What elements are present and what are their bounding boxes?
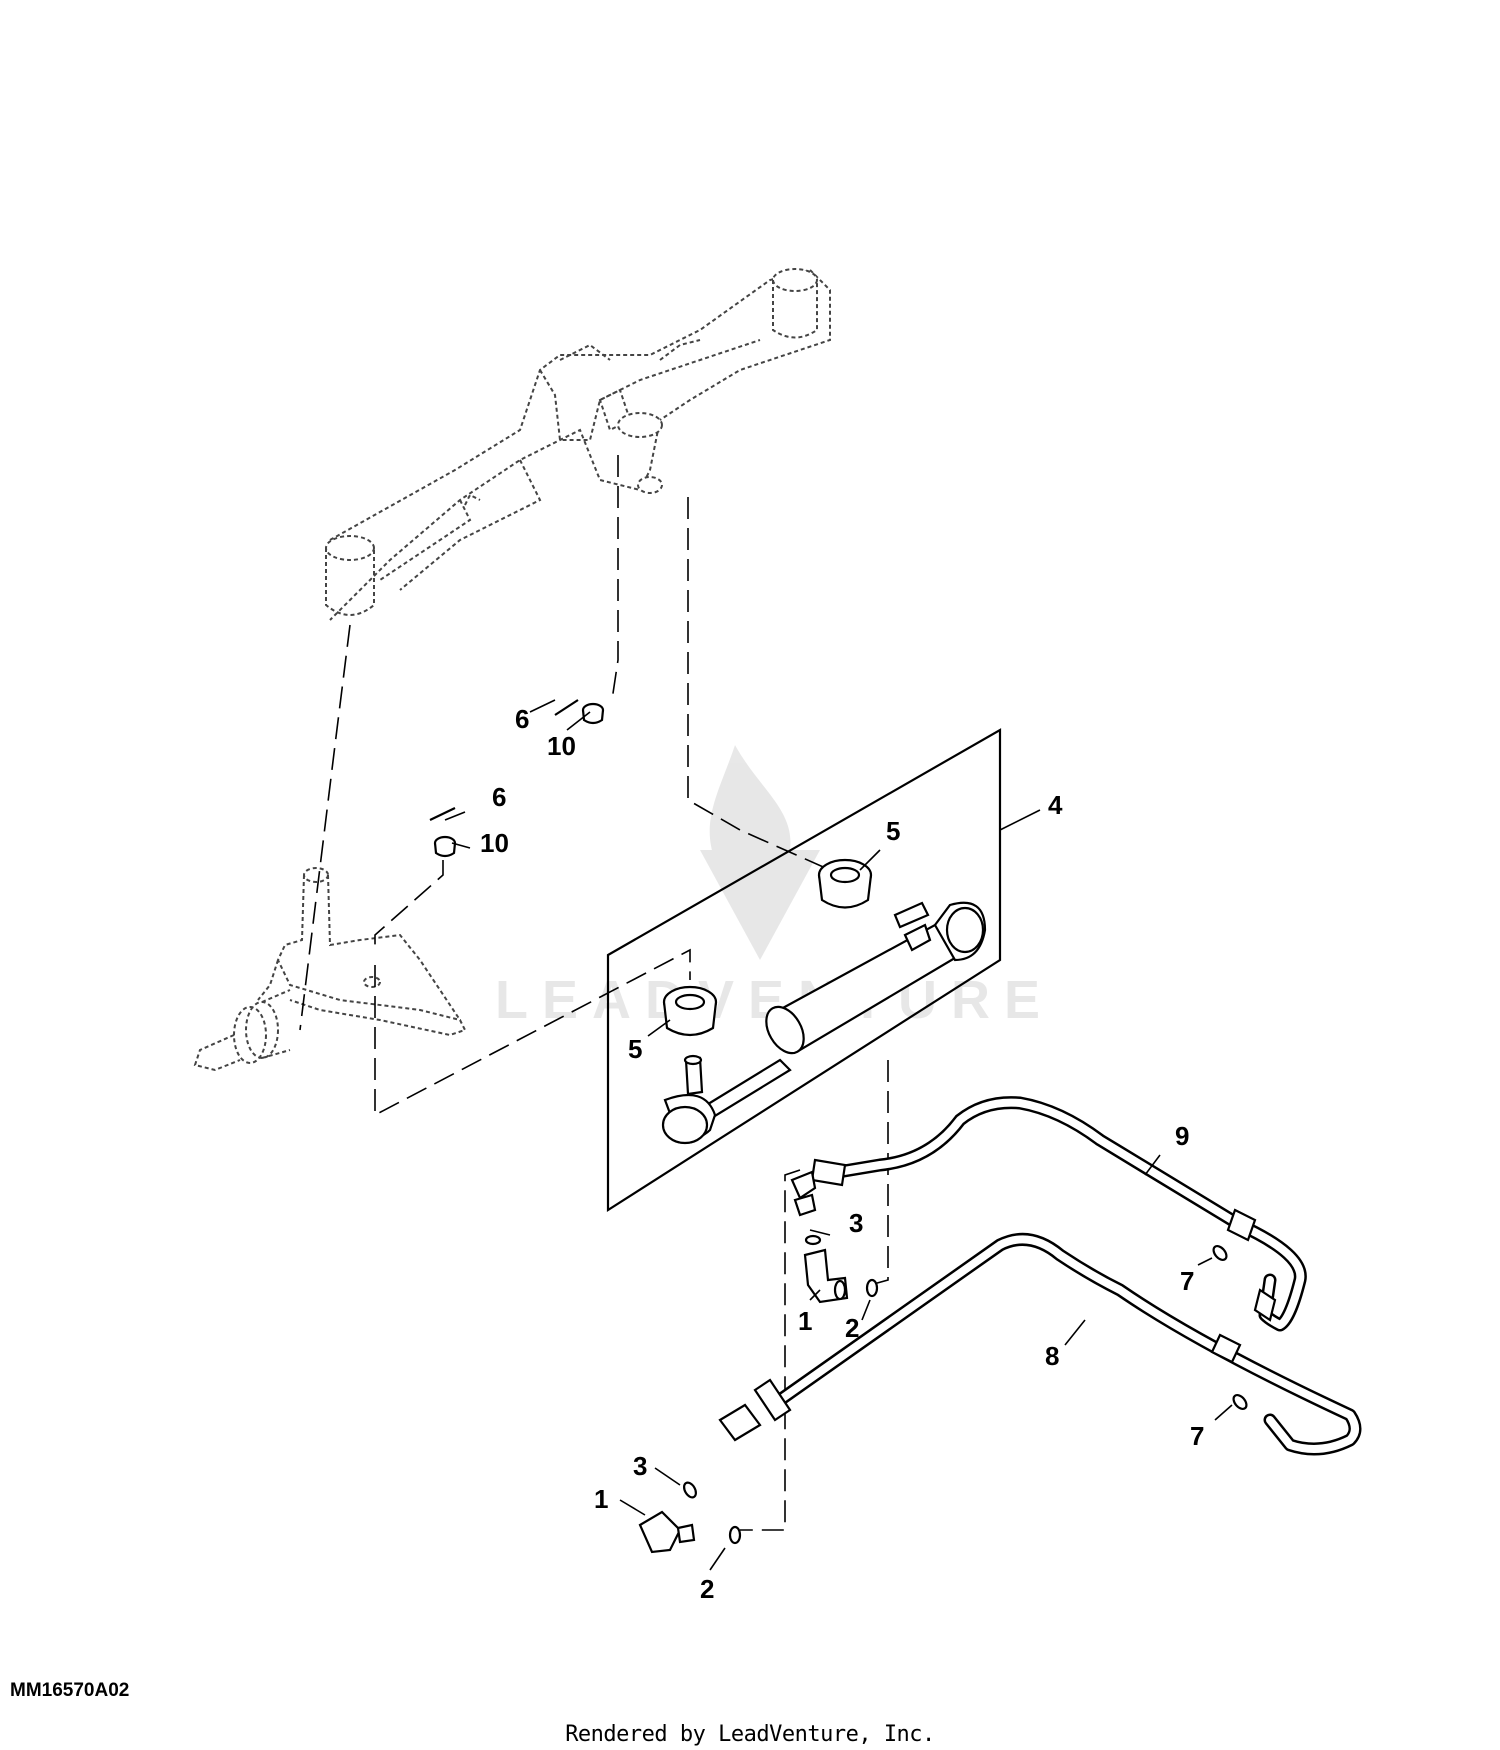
elbow-fitting-lower — [638, 1510, 696, 1554]
render-credit: Rendered by LeadVenture, Inc. — [565, 1722, 935, 1747]
callout-10-top: 10 — [547, 731, 576, 761]
slotted-nut-top — [581, 702, 605, 725]
o-ring-upper-7 — [1212, 1244, 1228, 1262]
callout-2-lower: 2 — [700, 1574, 714, 1604]
front-axle-phantom — [325, 268, 831, 621]
callout-1-upper: 1 — [798, 1306, 812, 1336]
callout-9: 9 — [1175, 1121, 1189, 1151]
callout-7-lower: 7 — [1190, 1421, 1204, 1451]
callout-3-upper: 3 — [849, 1208, 863, 1238]
hydraulic-hose-8 — [718, 1232, 1362, 1456]
callout-1-lower: 1 — [594, 1484, 608, 1514]
drawing-code: MM16570A02 — [10, 1680, 130, 1701]
elbow-fitting-upper — [803, 1248, 849, 1304]
o-ring-lower-3 — [683, 1481, 697, 1499]
o-ring-lower-2 — [728, 1525, 742, 1545]
steering-cylinder — [661, 901, 987, 1145]
cotter-pin-mid — [429, 807, 456, 821]
spindle-phantom — [193, 867, 467, 1072]
callout-3-lower: 3 — [633, 1451, 647, 1481]
leadventure-watermark: LEADVENTURE — [495, 745, 1040, 1030]
cotter-pin-top — [554, 699, 579, 716]
callout-6-top: 6 — [515, 704, 529, 734]
leader-lines — [444, 699, 1233, 1571]
o-ring-upper-3 — [804, 1234, 822, 1246]
callout-5-left: 5 — [628, 1034, 642, 1064]
callout-6-mid: 6 — [492, 782, 506, 812]
o-ring-lower-7 — [1232, 1393, 1248, 1411]
dust-boot-left — [662, 985, 718, 1037]
callout-4: 4 — [1048, 790, 1063, 820]
callout-10-mid: 10 — [480, 828, 509, 858]
callout-2-upper: 2 — [845, 1313, 859, 1343]
slotted-nut-mid — [433, 835, 457, 858]
callout-5-right: 5 — [886, 816, 900, 846]
dust-boot-right — [817, 858, 873, 909]
callout-8: 8 — [1045, 1341, 1059, 1371]
callout-7-upper: 7 — [1180, 1266, 1194, 1296]
kit-panel — [606, 728, 1002, 1213]
hydraulic-hose-9 — [790, 1096, 1307, 1332]
callouts: 6 10 6 10 4 5 5 9 3 7 1 2 8 7 3 1 2 — [480, 704, 1204, 1604]
o-ring-upper-2 — [865, 1278, 879, 1298]
